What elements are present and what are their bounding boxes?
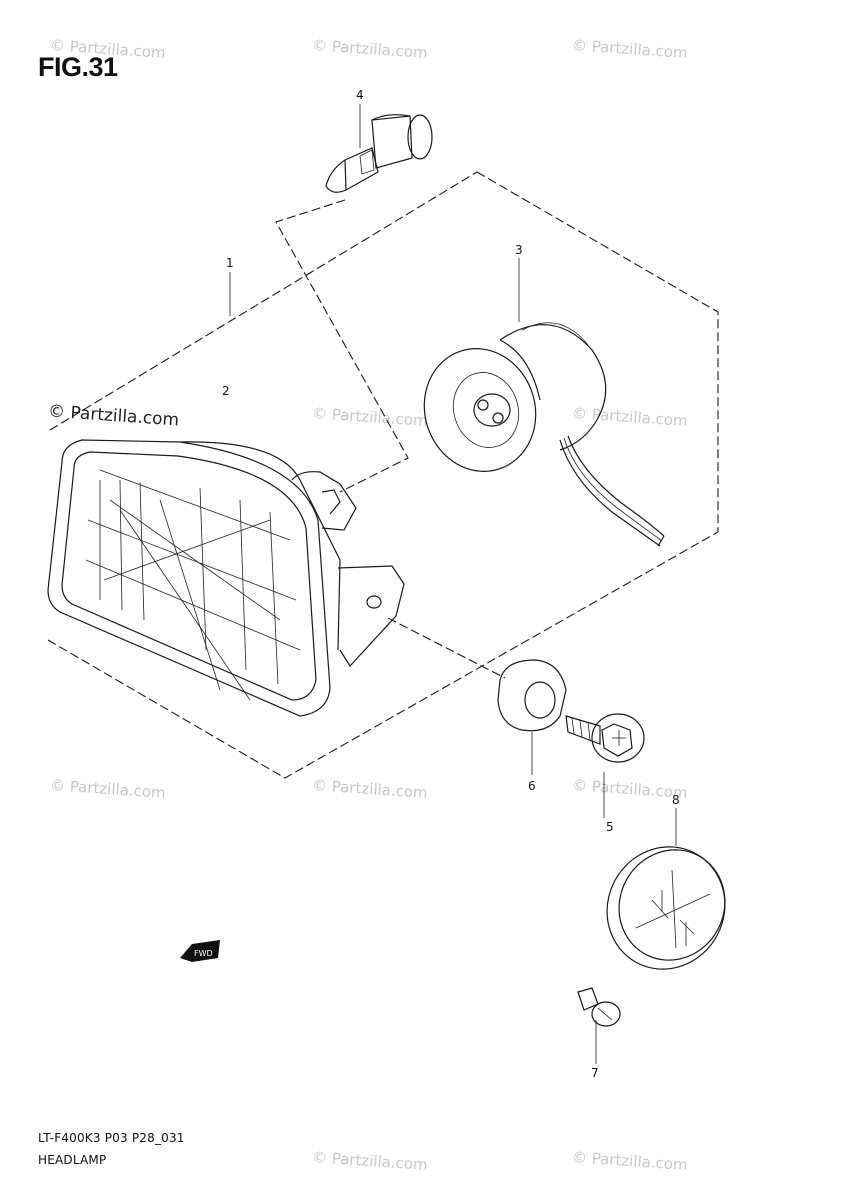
callout-3: 3 bbox=[515, 243, 523, 257]
assembly-outline bbox=[47, 171, 719, 779]
callout-6: 6 bbox=[528, 779, 536, 793]
callout-7: 7 bbox=[591, 1066, 599, 1080]
cover-cap bbox=[606, 846, 726, 970]
callout-8: 8 bbox=[672, 793, 680, 807]
callout-1: 1 bbox=[226, 256, 234, 270]
fwd-label: FWD bbox=[194, 949, 213, 958]
leader-lines bbox=[229, 104, 677, 1064]
socket-cap bbox=[423, 322, 665, 547]
figure-title: FIG.31 bbox=[38, 52, 118, 82]
callout-2: 2 bbox=[222, 384, 230, 398]
screw bbox=[577, 987, 621, 1027]
callout-5: 5 bbox=[606, 820, 614, 834]
callout-4: 4 bbox=[356, 88, 364, 102]
diagram-name: HEADLAMP bbox=[38, 1153, 107, 1167]
fwd-arrow-icon: FWD bbox=[180, 940, 220, 962]
bulb bbox=[325, 114, 433, 193]
diagram-code: LT-F400K3 P03 P28_031 bbox=[38, 1131, 185, 1145]
headlamp-unit bbox=[47, 439, 405, 717]
bolt bbox=[565, 713, 645, 763]
grommet bbox=[497, 659, 567, 732]
